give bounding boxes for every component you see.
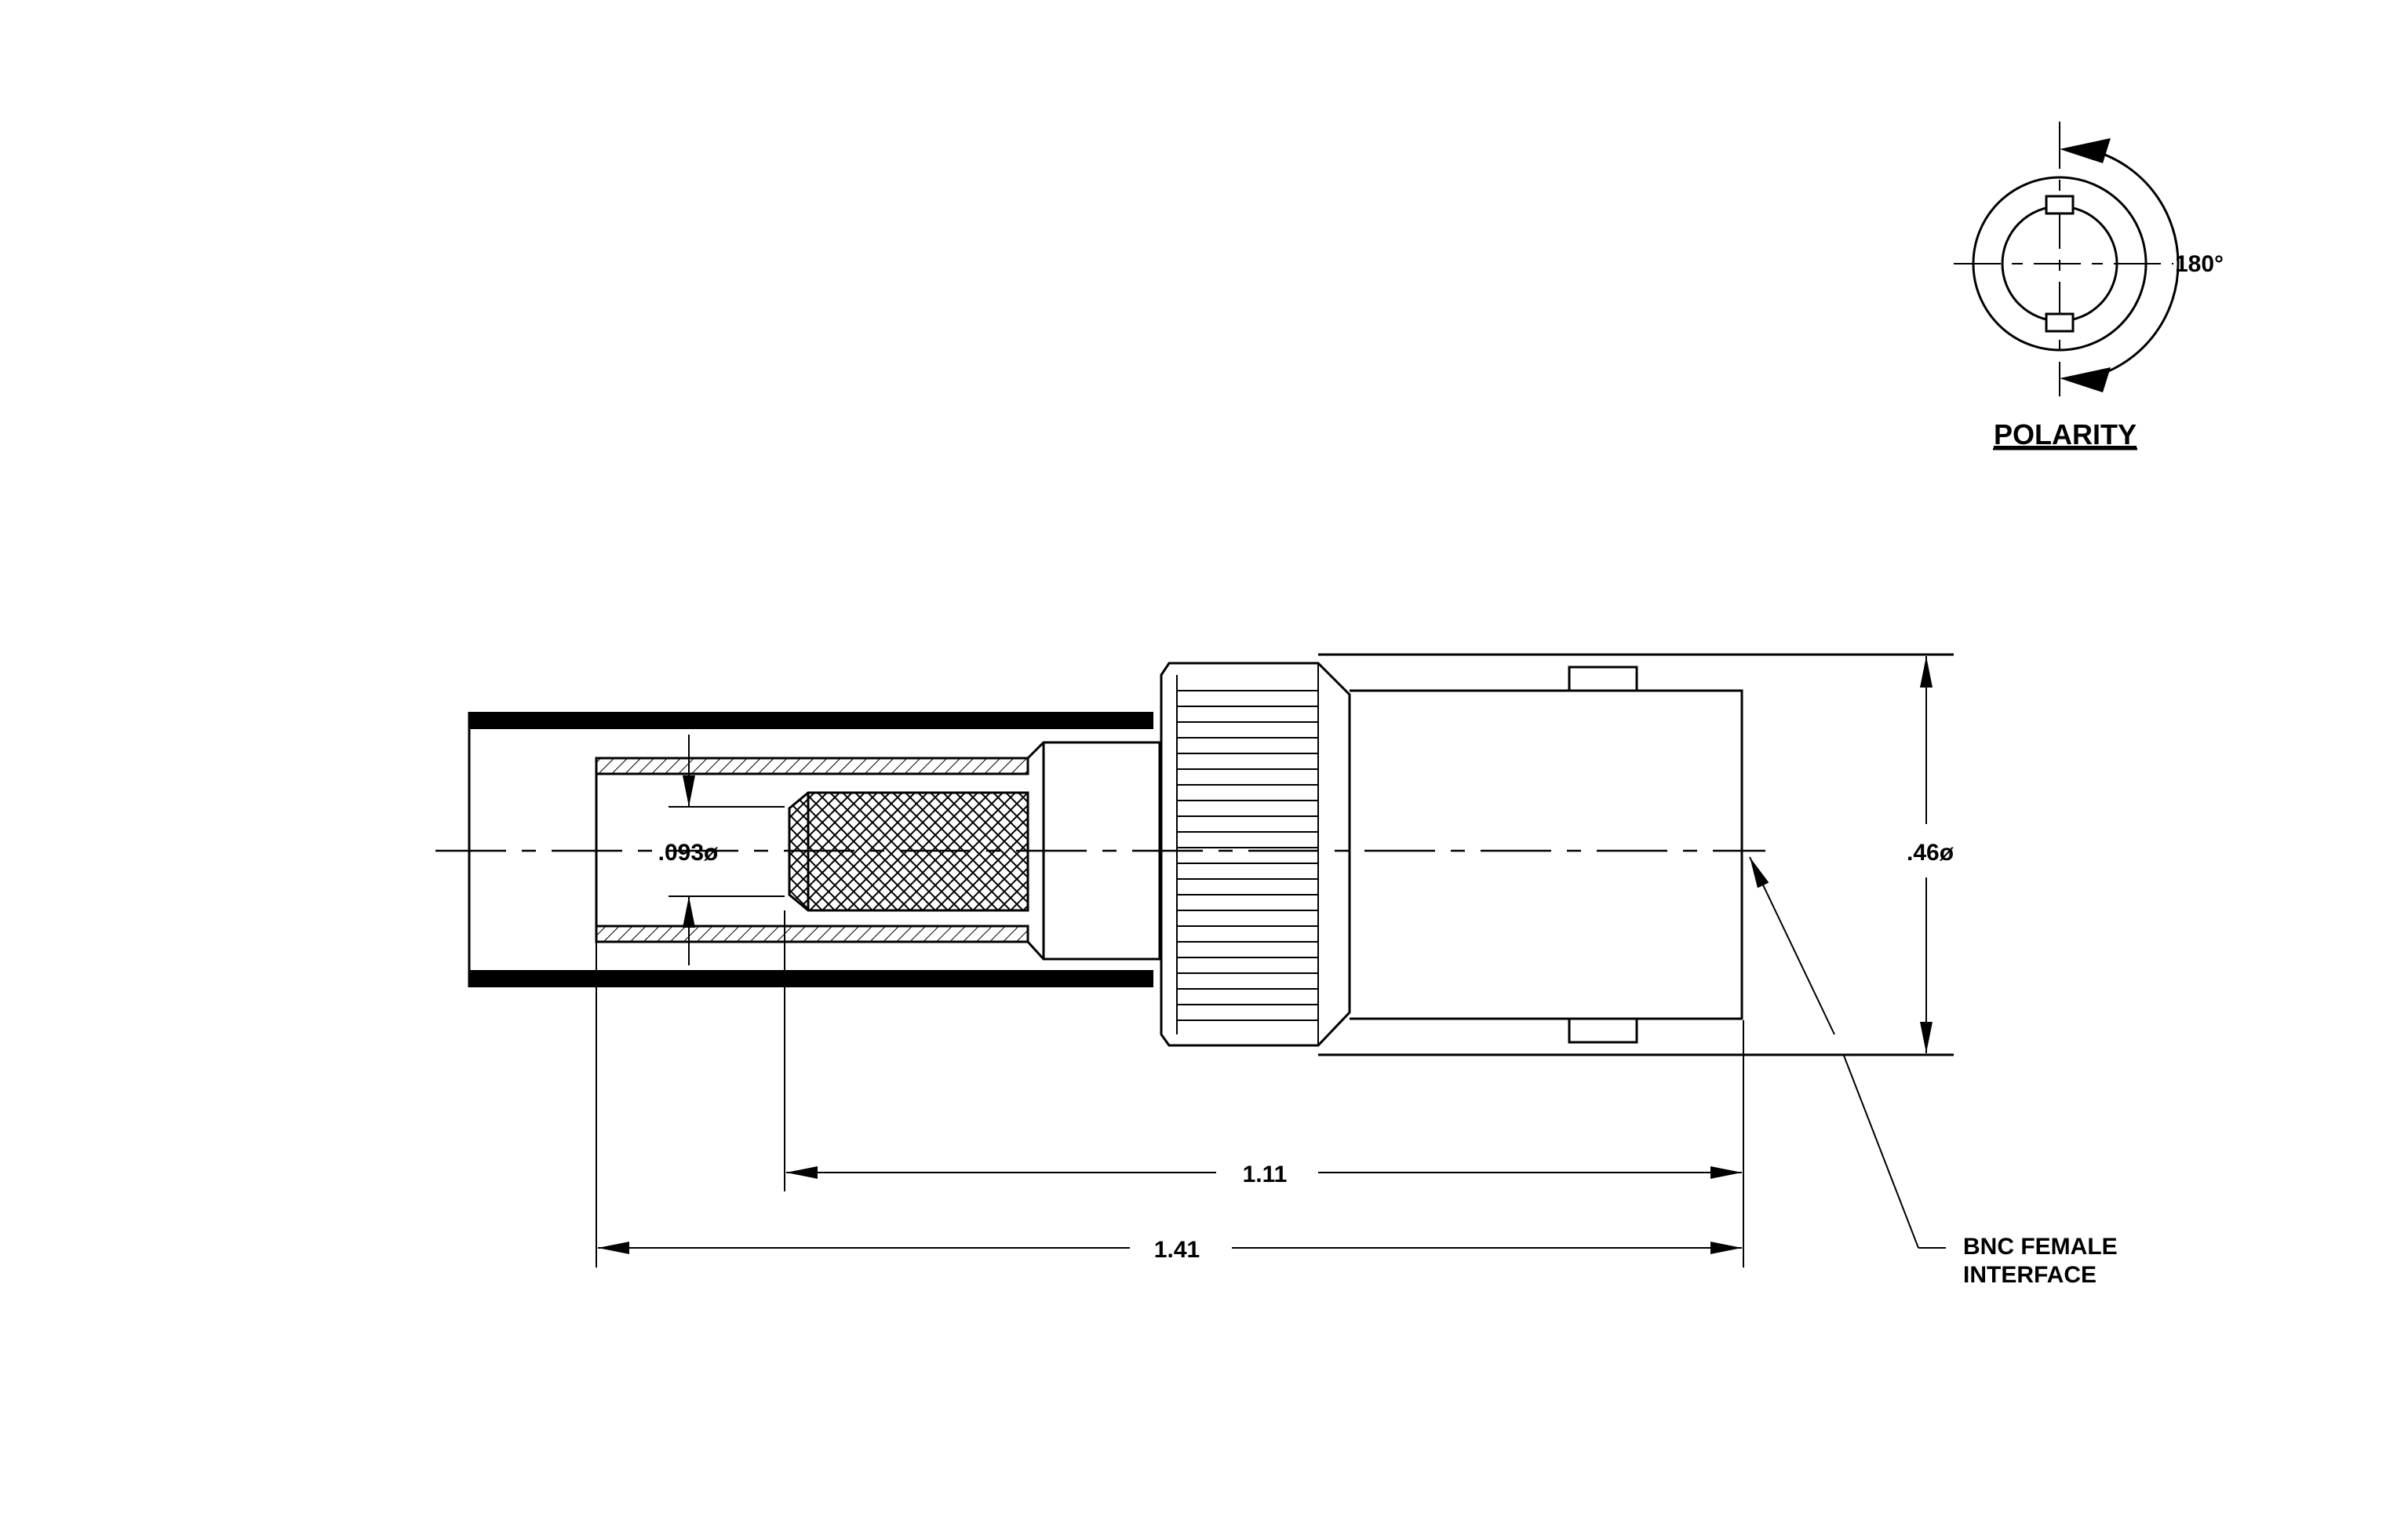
ferrule-wall-top (595, 757, 1029, 775)
interface-callout: BNC FEMALE INTERFACE (1749, 856, 2118, 1288)
ferrule-wall-bottom (595, 925, 1029, 943)
polarity-key-top (2045, 195, 2075, 215)
rotation-arc (2093, 149, 2180, 378)
rotation-arrow-bottom (2060, 367, 2111, 392)
outer-diameter-label: .46ø (1907, 840, 1954, 866)
coupling-nut (1160, 662, 1351, 1047)
dimension-length-long: 1.41 (596, 942, 1742, 1268)
dimension-outer-diameter: .46ø (1883, 654, 1954, 1056)
polarity-title: POLARITY (1994, 418, 2137, 450)
length-short-label: 1.11 (1243, 1162, 1288, 1187)
bnc-barrel (1350, 689, 1743, 1020)
cable-jacket-bottom (469, 970, 1153, 987)
callout-line-2: INTERFACE (1963, 1262, 2097, 1288)
callout-line-1: BNC FEMALE (1963, 1234, 2118, 1260)
rotation-arrow-top (2060, 138, 2111, 163)
bayonet-stud-bottom (1568, 1017, 1638, 1044)
polarity-angle-label: 180° (2175, 251, 2224, 277)
coupling-nut-knurl (1176, 663, 1319, 1045)
bayonet-stud-top (1568, 666, 1638, 692)
polarity-view: 180° POLARITY (1954, 122, 2224, 450)
body-outline (1318, 653, 1954, 1056)
cable-jacket-top (469, 712, 1153, 729)
pin-diameter-label: .093ø (658, 840, 719, 866)
polarity-key-bottom (2045, 312, 2075, 333)
length-long-label: 1.41 (1154, 1237, 1200, 1263)
connector-side-view (435, 653, 1954, 1056)
dimension-length-short: 1.11 (784, 910, 1744, 1268)
outer-ring (1972, 176, 2148, 352)
dimension-pin-diameter: .093ø (658, 735, 785, 965)
